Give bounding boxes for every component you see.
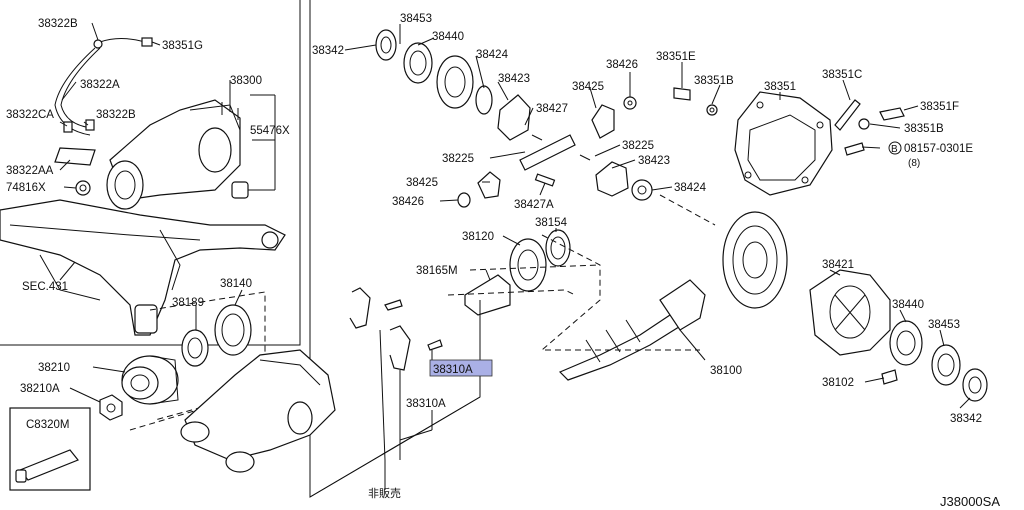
label-38120[interactable]: 38120 [462,231,494,243]
companion-flange [121,355,179,405]
label-38453[interactable]: 38453 [928,319,960,331]
label-38425[interactable]: 38425 [572,81,604,93]
label-38351C[interactable]: 38351C [822,69,862,81]
vent-hose-assembly [54,37,153,196]
label-38424[interactable]: 38424 [476,49,509,61]
panel-frame [0,0,481,498]
label-38425[interactable]: 38425 [406,177,438,189]
label-38351E[interactable]: 38351E [656,51,696,63]
flange-nut [99,394,123,421]
label-55476X[interactable]: 55476X [250,125,290,137]
label-38310A[interactable]: 38310A [406,398,446,410]
rear-cover-assembly [673,87,905,196]
label-bolt-qty: (8) [908,158,920,169]
label-38453[interactable]: 38453 [400,13,432,25]
highlighted-part-box[interactable] [429,359,493,377]
dashed-group-center [541,194,716,351]
diff-case-assembly [809,269,988,402]
label-38322AA[interactable]: 38322AA [6,165,54,177]
label-C8320M[interactable]: C8320M [26,419,69,431]
differential-carrier-top [106,99,249,210]
label-08157-0301E[interactable]: 08157-0301E [904,143,973,155]
label-38165M[interactable]: 38165M [416,265,458,277]
label-38351B[interactable]: 38351B [904,123,944,135]
label-38154[interactable]: 38154 [535,217,568,229]
label-38140[interactable]: 38140 [220,278,252,290]
label-74816X[interactable]: 74816X [6,182,46,194]
oil-seal-bearing [181,304,252,367]
label-38322B[interactable]: 38322B [96,109,136,121]
drive-pinion-ring-gear [558,211,788,381]
label-38351G[interactable]: 38351G [162,40,203,52]
sealant-box [9,407,91,491]
label-38421[interactable]: 38421 [822,259,854,271]
label-38189[interactable]: 38189 [172,297,204,309]
bolt-marker-letter: B [891,144,898,155]
label-38225[interactable]: 38225 [622,140,654,152]
bolt-marker-circle [888,141,902,155]
label-38423[interactable]: 38423 [638,155,670,167]
label-38102[interactable]: 38102 [822,377,854,389]
label-38342[interactable]: 38342 [312,45,344,57]
label-38440[interactable]: 38440 [432,31,464,43]
label-38351[interactable]: 38351 [764,81,796,93]
label-38210[interactable]: 38210 [38,362,70,374]
diagram-code: J38000SA [940,494,1000,509]
label-38210A[interactable]: 38210A [20,383,60,395]
rear-bearing-stack [464,229,571,316]
pinion-bearing-stack [375,29,493,115]
label-38300[interactable]: 38300 [230,75,262,87]
label-38427A[interactable]: 38427A [514,199,554,211]
label-38342[interactable]: 38342 [950,413,982,425]
side-gear-pinion-set [457,94,653,208]
label-38351B[interactable]: 38351B [694,75,734,87]
label-38322CA[interactable]: 38322CA [6,109,54,121]
label-38440[interactable]: 38440 [892,299,924,311]
label-38100[interactable]: 38100 [710,365,742,377]
label-38427[interactable]: 38427 [536,103,568,115]
shim-bolt-group [349,264,601,371]
label-38225[interactable]: 38225 [442,153,474,165]
rear-crossmember [0,199,286,336]
label-sec-431[interactable]: SEC.431 [22,281,68,293]
label-38351F[interactable]: 38351F [920,101,959,113]
label-38322A[interactable]: 38322A [80,79,120,91]
label-38426[interactable]: 38426 [606,59,638,71]
label-38423[interactable]: 38423 [498,73,530,85]
leader-lines [59,22,971,490]
part-labels: 38322B 38351G 38322A 38322CA 38322B 3832… [6,13,1000,509]
not-for-sale-label: 非販売 [368,487,401,500]
label-38310A-highlighted[interactable]: 38310A [433,364,473,376]
label-38322B[interactable]: 38322B [38,18,78,30]
label-38424[interactable]: 38424 [674,182,707,194]
label-38426[interactable]: 38426 [392,196,424,208]
final-drive-case [180,349,336,473]
